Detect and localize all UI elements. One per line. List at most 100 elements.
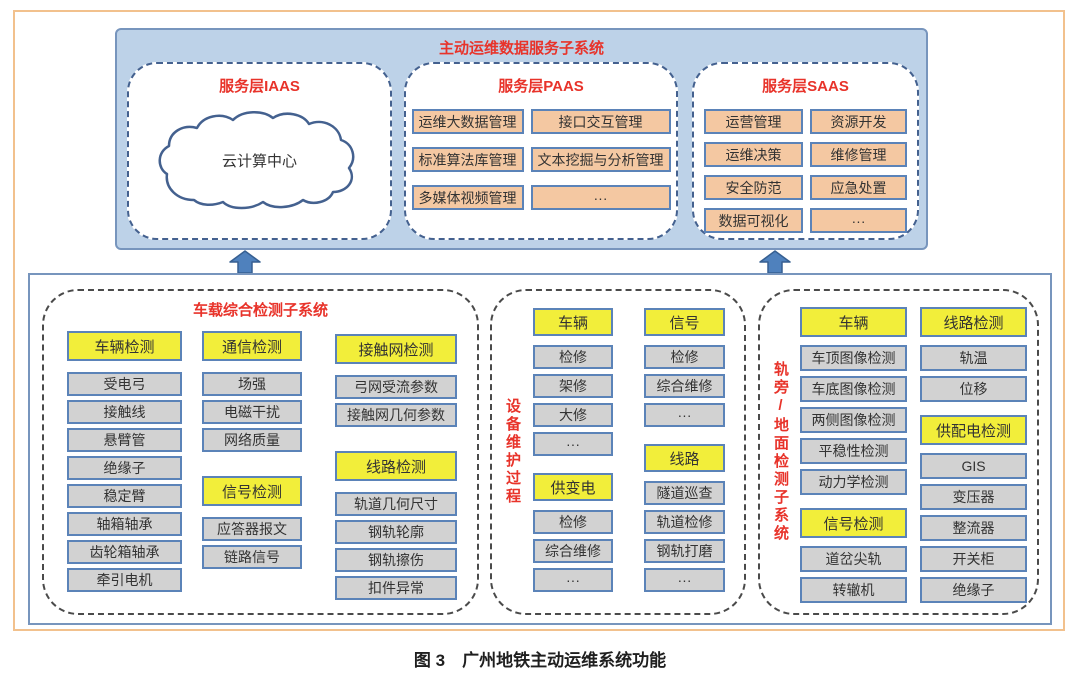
up-arrow-icon xyxy=(229,250,261,274)
onboard-column-comm-signal: 通信检测场强电磁干扰网络质量信号检测应答器报文链路信号 xyxy=(202,331,302,573)
service-item: 数据可视化 xyxy=(704,208,803,233)
up-arrow-icon xyxy=(759,250,791,274)
detection-item: 检修 xyxy=(533,510,613,534)
category-header: 车辆 xyxy=(800,307,907,337)
section-onboard-title: 车载综合检测子系统 xyxy=(192,302,328,319)
category-header: 通信检测 xyxy=(202,331,302,361)
onboard-column-catenary-track: 接触网检测弓网受流参数接触网几何参数线路检测轨道几何尺寸钢轨轮廓钢轨擦伤扣件异常 xyxy=(335,334,457,604)
panel-paas: 服务层PAAS 运维大数据管理接口交互管理标准算法库管理文本挖掘与分析管理多媒体… xyxy=(404,62,678,240)
detection-item: 网络质量 xyxy=(202,428,302,452)
service-item: 文本挖掘与分析管理 xyxy=(530,147,671,172)
onboard-column-vehicle: 车辆检测受电弓接触线悬臂管绝缘子稳定臂轴箱轴承齿轮箱轴承牵引电机 xyxy=(67,331,182,596)
section-onboard-detection: 车载综合检测子系统 车辆检测受电弓接触线悬臂管绝缘子稳定臂轴箱轴承齿轮箱轴承牵引… xyxy=(42,289,479,615)
detection-item: 变压器 xyxy=(920,484,1027,510)
detection-item: 转辙机 xyxy=(800,577,907,603)
detection-item: 道岔尖轨 xyxy=(800,546,907,572)
service-item: 多媒体视频管理 xyxy=(411,185,524,210)
detection-systems-box: 车载综合检测子系统 车辆检测受电弓接触线悬臂管绝缘子稳定臂轴箱轴承齿轮箱轴承牵引… xyxy=(28,273,1052,625)
detection-item: 钢轨擦伤 xyxy=(335,548,457,572)
detection-item: 综合维修 xyxy=(533,539,613,563)
detection-item: ··· xyxy=(644,568,725,592)
cloud-label: 云计算中心 xyxy=(221,153,297,170)
panel-paas-title: 服务层PAAS xyxy=(498,78,584,95)
detection-item: 开关柜 xyxy=(920,546,1027,572)
spacer xyxy=(800,500,907,508)
maintenance-column-vehicle-power: 车辆检修架修大修···供变电检修综合维修··· xyxy=(533,308,613,597)
service-item: 运维大数据管理 xyxy=(411,109,524,134)
section-maintenance-process: 设备维护过程 车辆检修架修大修···供变电检修综合维修··· 信号检修综合维修·… xyxy=(490,289,746,615)
paas-grid: 运维大数据管理接口交互管理标准算法库管理文本挖掘与分析管理多媒体视频管理··· xyxy=(406,109,676,210)
section-trackside-detection: 轨旁/地面检测子系统 车辆车顶图像检测车底图像检测两侧图像检测平稳性检测动力学检… xyxy=(758,289,1039,615)
detection-item: 稳定臂 xyxy=(67,484,182,508)
spacer xyxy=(335,431,457,451)
detection-item: 轴箱轴承 xyxy=(67,512,182,536)
service-item: 运维决策 xyxy=(704,142,803,167)
detection-item: 电磁干扰 xyxy=(202,400,302,424)
saas-grid: 运营管理资源开发运维决策维修管理安全防范应急处置数据可视化··· xyxy=(694,109,917,233)
detection-item: ··· xyxy=(533,568,613,592)
category-header: 信号 xyxy=(644,308,725,336)
detection-item: 检修 xyxy=(644,345,725,369)
detection-item: 架修 xyxy=(533,374,613,398)
detection-item: 大修 xyxy=(533,403,613,427)
detection-item: 两侧图像检测 xyxy=(800,407,907,433)
detection-item: 整流器 xyxy=(920,515,1027,541)
category-header: 信号检测 xyxy=(800,508,907,538)
detection-item: 悬臂管 xyxy=(67,428,182,452)
category-header: 供变电 xyxy=(533,473,613,501)
data-service-subsystem-title: 主动运维数据服务子系统 xyxy=(438,40,604,57)
detection-item: 位移 xyxy=(920,376,1027,402)
spacer xyxy=(533,461,613,473)
service-item: 维修管理 xyxy=(810,142,907,167)
service-item: 运营管理 xyxy=(704,109,803,134)
cloud-icon xyxy=(158,111,354,210)
service-item: 资源开发 xyxy=(810,109,907,134)
service-item: ··· xyxy=(530,185,671,210)
detection-item: 牵引电机 xyxy=(67,568,182,592)
figure-caption: 图 3 广州地铁主动运维系统功能 xyxy=(413,651,667,670)
detection-item: 平稳性检测 xyxy=(800,438,907,464)
detection-item: 轨温 xyxy=(920,345,1027,371)
detection-item: 车顶图像检测 xyxy=(800,345,907,371)
section-trackside-title: 轨旁/地面检测子系统 xyxy=(772,361,789,543)
category-header: 车辆 xyxy=(533,308,613,336)
detection-item: 应答器报文 xyxy=(202,517,302,541)
panel-iaas: 服务层IAAS 云计算中心 xyxy=(127,62,392,240)
section-maintenance-title: 设备维护过程 xyxy=(504,398,521,506)
detection-item: 钢轨轮廓 xyxy=(335,520,457,544)
category-header: 线路检测 xyxy=(335,451,457,481)
detection-item: 链路信号 xyxy=(202,545,302,569)
spacer xyxy=(644,432,725,444)
detection-item: 绝缘子 xyxy=(67,456,182,480)
detection-item: ··· xyxy=(533,432,613,456)
detection-item: 场强 xyxy=(202,372,302,396)
service-item: 安全防范 xyxy=(704,175,803,200)
detection-item: 弓网受流参数 xyxy=(335,375,457,399)
detection-item: 接触线 xyxy=(67,400,182,424)
detection-item: 检修 xyxy=(533,345,613,369)
detection-item: 综合维修 xyxy=(644,374,725,398)
detection-item: 接触网几何参数 xyxy=(335,403,457,427)
detection-item: GIS xyxy=(920,453,1027,479)
detection-item: 隧道巡查 xyxy=(644,481,725,505)
panel-saas: 服务层SAAS 运营管理资源开发运维决策维修管理安全防范应急处置数据可视化··· xyxy=(692,62,919,240)
category-header: 供配电检测 xyxy=(920,415,1027,445)
category-header: 线路 xyxy=(644,444,725,472)
service-item: 标准算法库管理 xyxy=(411,147,524,172)
panel-saas-title: 服务层SAAS xyxy=(762,78,849,95)
spacer xyxy=(202,456,302,476)
trackside-column-vehicle-signal: 车辆车顶图像检测车底图像检测两侧图像检测平稳性检测动力学检测信号检测道岔尖轨转辙… xyxy=(800,307,907,608)
detection-item: ··· xyxy=(644,403,725,427)
maintenance-column-signal-track: 信号检修综合维修···线路隧道巡查轨道检修钢轨打磨··· xyxy=(644,308,725,597)
service-item: 应急处置 xyxy=(810,175,907,200)
category-header: 线路检测 xyxy=(920,307,1027,337)
cloud-wrap: 云计算中心 xyxy=(129,108,390,220)
data-service-subsystem-box: 主动运维数据服务子系统 服务层IAAS 云计算中心 服务层PAAS 运维大数据管… xyxy=(115,28,928,250)
service-item: 接口交互管理 xyxy=(530,109,671,134)
panel-iaas-title: 服务层IAAS xyxy=(219,78,300,95)
category-header: 车辆检测 xyxy=(67,331,182,361)
category-header: 信号检测 xyxy=(202,476,302,506)
detection-item: 动力学检测 xyxy=(800,469,907,495)
